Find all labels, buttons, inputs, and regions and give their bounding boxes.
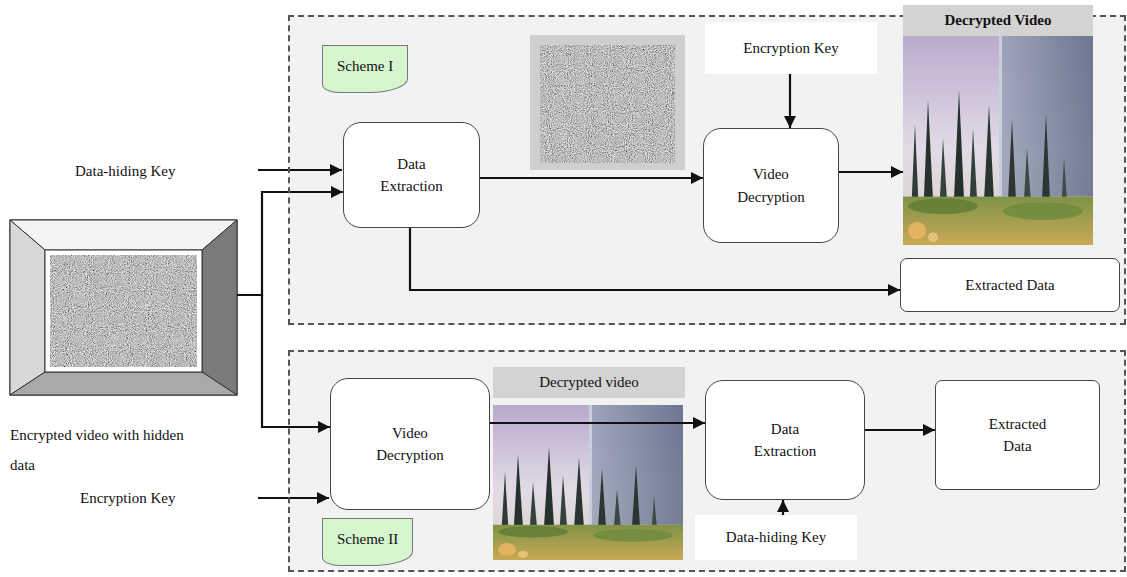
- scheme-region: Scheme I Data Extraction Encryption KeyVid…: [288, 15, 1126, 325]
- scheme-tag: Scheme II: [322, 518, 413, 566]
- region-ground: [288, 350, 1126, 572]
- frame-inner: [45, 250, 202, 372]
- process-box: Data-hiding Key: [695, 515, 857, 560]
- box-label: Extracted Data: [965, 274, 1055, 297]
- noise-image: [50, 255, 197, 367]
- image-frame: [530, 35, 685, 170]
- key-arrow: [258, 169, 342, 171]
- box-label: Video Decryption: [365, 422, 455, 467]
- frame-bevel: [10, 372, 237, 395]
- box-label: Encrypted video with hidden data: [8, 420, 185, 480]
- box-label: Extracted Data: [978, 413, 1058, 458]
- box-label: Data-hiding Key: [726, 526, 826, 549]
- video-frame-box: Decrypted Video: [903, 5, 1093, 245]
- box-label: Data Extraction: [740, 418, 830, 463]
- decrypted-frame-image: [903, 32, 1093, 245]
- key-arrow: [258, 497, 329, 499]
- process-box: Data Extraction: [705, 380, 865, 500]
- frame-bevel: [10, 220, 237, 250]
- video-frame: [10, 220, 237, 395]
- process-box: Extracted Data: [900, 258, 1120, 312]
- frame-outer: [10, 220, 237, 395]
- box-label: Encryption Key: [743, 37, 838, 60]
- scheme-tag: Scheme I: [322, 45, 408, 93]
- key-label: Data-hiding Key: [75, 160, 175, 183]
- box-label: Data Extraction: [367, 153, 457, 198]
- scheme-region: Scheme II Video Decryption Decrypted video…: [288, 350, 1126, 572]
- decrypted-frame-image: [493, 405, 683, 560]
- header-bar: Decrypted video: [493, 367, 685, 398]
- flow-arrow: [839, 171, 903, 173]
- process-box: Data Extraction: [343, 122, 480, 228]
- key-label-wrap: Data-hiding Key: [75, 160, 175, 183]
- process-box: Video Decryption: [703, 128, 839, 243]
- flow-arrow: [782, 500, 784, 515]
- flow-arrow: [237, 192, 343, 295]
- key-label: Encryption Key: [80, 487, 175, 510]
- flow-arrow: [480, 177, 703, 179]
- flow-arrow: [789, 74, 791, 128]
- box-label: Video Decryption: [726, 163, 816, 208]
- process-box: Encryption Key: [705, 22, 877, 74]
- noise-image: [540, 45, 675, 163]
- frame-bevel: [10, 220, 45, 395]
- frame-bevel: [202, 220, 237, 395]
- encrypted-video: Encrypted video with hidden data: [8, 218, 237, 480]
- key-label-wrap: Encryption Key: [80, 487, 175, 510]
- region-ground: [288, 15, 1126, 325]
- video-frame-box: Decrypted video: [493, 367, 685, 562]
- flow-arrow: [865, 429, 935, 431]
- process-box: Extracted Data: [935, 380, 1100, 490]
- process-box: Video Decryption: [330, 378, 490, 510]
- flow-arrow: [237, 295, 330, 427]
- header-bar: Decrypted Video: [903, 5, 1093, 36]
- flow-arrow: [490, 422, 705, 424]
